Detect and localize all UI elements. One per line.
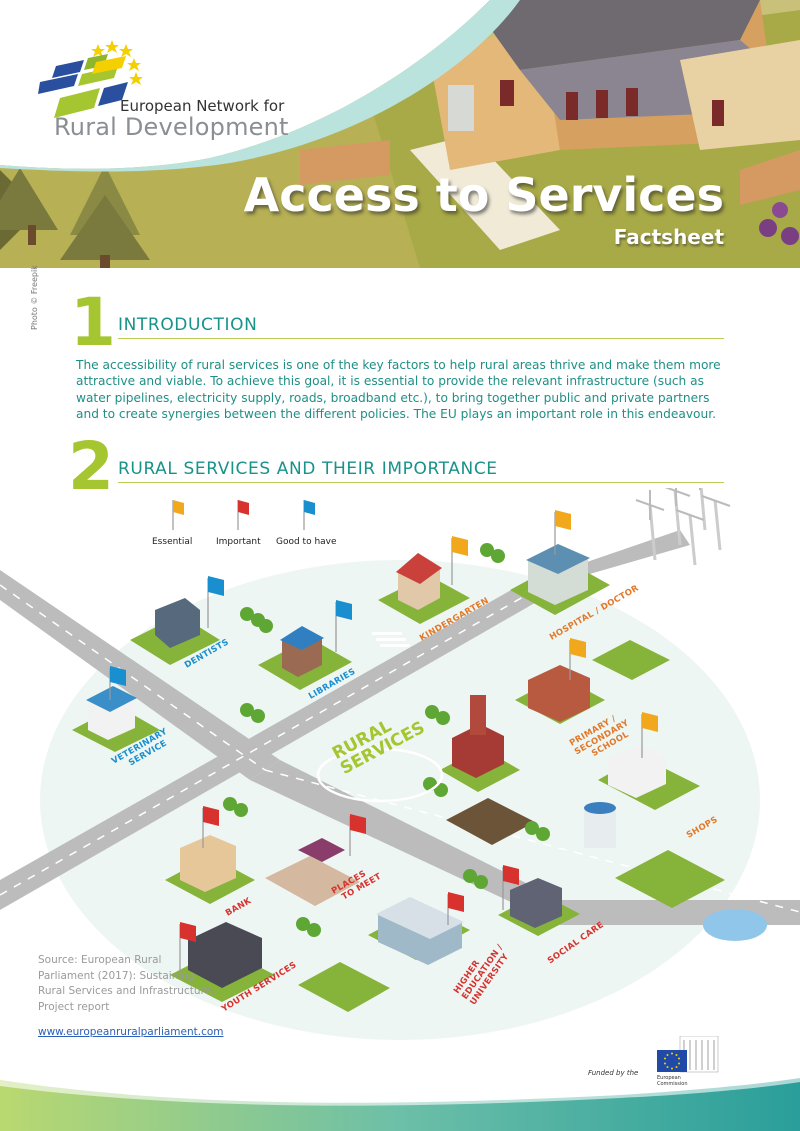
flag-essential-icon	[173, 500, 184, 515]
european-commission-logo	[657, 1036, 719, 1073]
photo-credit: Photo © Freepik	[30, 265, 39, 330]
legend-important: Important	[216, 537, 261, 547]
source-citation: Source: European Rural Parliament (2017)…	[38, 954, 215, 1013]
eu-stars-icon	[91, 40, 143, 85]
eu-flag-icon	[657, 1050, 687, 1072]
flag-good-icon	[304, 500, 315, 515]
section-2-title: RURAL SERVICES AND THEIR IMPORTANCE	[118, 459, 498, 479]
header-illustration	[0, 0, 800, 268]
flag-important-icon	[238, 500, 249, 515]
section-1-rule	[118, 338, 724, 339]
rural-services-map	[0, 488, 800, 1040]
page-title: Access to Services	[243, 168, 724, 222]
legend-essential: Essential	[152, 537, 193, 547]
source-link[interactable]: www.europeanruralparliament.com	[38, 1026, 224, 1038]
header-banner: European Network for Rural Development A…	[0, 0, 800, 268]
section-2-rule	[118, 482, 724, 483]
enrd-logo	[38, 40, 143, 118]
building-tiles	[72, 510, 767, 1012]
page-subtitle: Factsheet	[613, 225, 724, 249]
enrd-tiles-icon	[38, 54, 128, 118]
intro-paragraph: The accessibility of rural services is o…	[76, 358, 721, 421]
legend-good-to-have: Good to have	[276, 537, 337, 547]
section-1-number: 1	[70, 284, 116, 361]
ec-name: European Commission	[657, 1075, 688, 1087]
footer-wave	[0, 1076, 800, 1131]
org-name-line1: European Network for	[120, 97, 285, 115]
section-1-title: INTRODUCTION	[118, 315, 258, 335]
funded-by-text: Funded by the	[588, 1069, 639, 1077]
legend-flags	[172, 500, 315, 530]
section-2-number: 2	[68, 428, 114, 505]
wind-turbines-icon	[648, 488, 722, 566]
org-name-line2: Rural Development	[54, 113, 289, 141]
